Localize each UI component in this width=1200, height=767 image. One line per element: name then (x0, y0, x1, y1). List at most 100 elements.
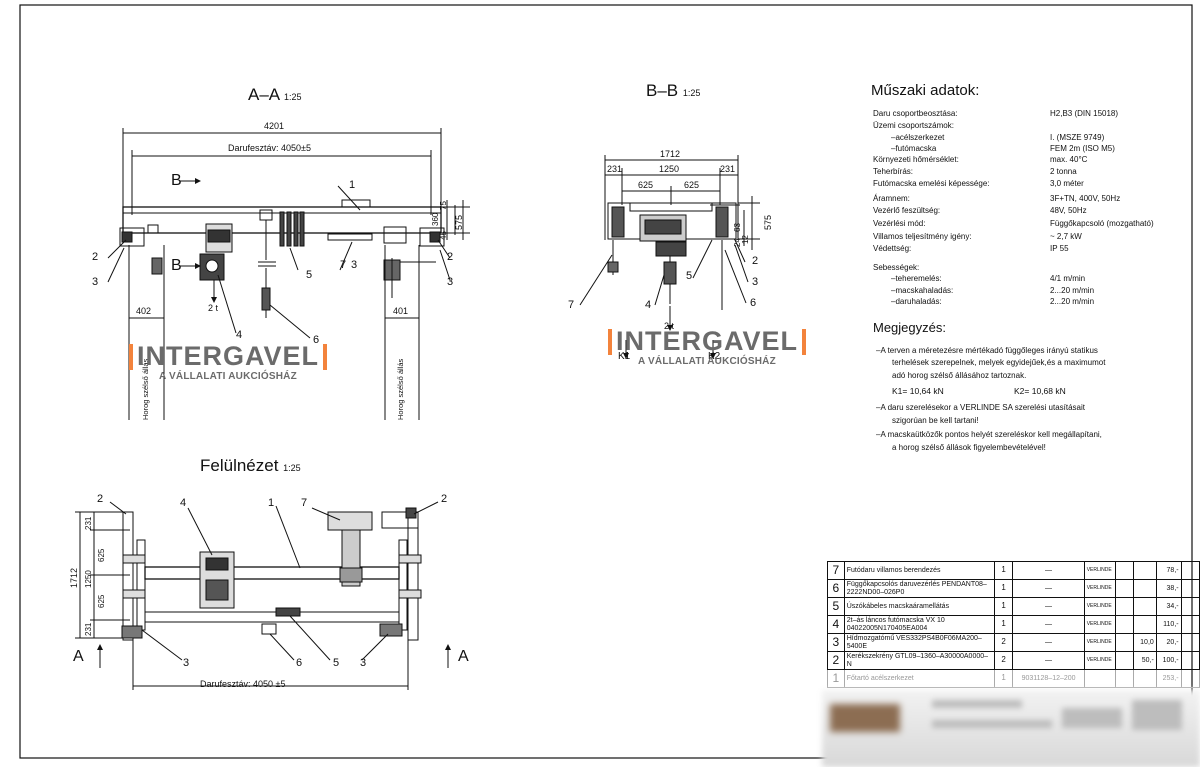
dim-plan-1250: 1250 (84, 570, 93, 588)
callout-bb-2: 2 (752, 255, 759, 267)
dim-aa-right: 401 (393, 306, 409, 316)
dim-aa-h3: 75 (439, 201, 448, 210)
dim-plan-231-top: 231 (84, 516, 93, 530)
callout-bb-7: 7 (568, 299, 575, 311)
spec-label: –daruhaladás: (891, 297, 942, 306)
bom-cell-b3: 20,- (1155, 633, 1182, 652)
watermark-left: INTERGAVEL A VÁLLALATI AUKCIÓSHÁZ (129, 341, 328, 382)
callout-bb-5: 5 (686, 270, 693, 282)
dim-bb-left: 231 (607, 164, 623, 174)
bom-cell-std: — (1012, 615, 1085, 634)
bom-cell-b1 (1114, 669, 1134, 688)
bom-cell-no: 3 (827, 633, 845, 652)
bom-cell-b3: 253,- (1155, 669, 1182, 688)
bom-cell-mfr: VERLINDE (1083, 597, 1116, 616)
bom-cell-b3: 34,- (1155, 597, 1182, 616)
bom-cell-empty (1180, 579, 1200, 598)
bom-cell-std: 9031128–12–200 (1012, 669, 1085, 688)
bom-cell-std: — (1012, 651, 1085, 670)
dim-aa-h2: 45 (439, 231, 448, 240)
bom-cell-empty (1180, 561, 1200, 580)
bom-cell-std: — (1012, 633, 1085, 652)
spec-label: Villamos teljesítmény igény: (873, 232, 972, 241)
callout-plan-2-left: 2 (97, 493, 104, 505)
bom-cell-b2 (1132, 597, 1157, 616)
spec-value: IP 55 (1050, 244, 1069, 253)
spec-value: 2 tonna (1050, 167, 1077, 176)
callout-plan-1: 1 (268, 497, 275, 509)
spec-label: Vezérlő feszültség: (873, 206, 941, 215)
bom-cell-b2 (1132, 579, 1157, 598)
bom-cell-mfr: VERLINDE (1083, 579, 1116, 598)
spec-label: Daru csoportbeosztása: (873, 109, 958, 118)
note-k1: K1= 10,64 kN (892, 386, 944, 396)
bom-cell-empty (1180, 633, 1200, 652)
bom-cell-b3: 110,- (1155, 615, 1182, 634)
bom-cell-qty: 1 (993, 615, 1014, 634)
spec-value: 3,0 méter (1050, 179, 1084, 188)
reaction-k2-label: K2 (708, 351, 721, 362)
bom-cell-b3: 78,- (1155, 561, 1182, 580)
dim-bb-height: 575 (763, 214, 773, 230)
bom-cell-qty: 2 (993, 651, 1014, 670)
bom-cell-b2 (1132, 561, 1157, 580)
spec-value: 48V, 50Hz (1050, 206, 1087, 215)
bom-cell-no: 7 (827, 561, 845, 580)
bom-cell-desc: Hídmozgatómű VES332PS4B0F06MA200–5400E (843, 633, 995, 652)
dim-aa-overall: 4201 (264, 121, 285, 131)
callout-aa-2-left: 2 (92, 251, 99, 263)
dim-aa-left: 402 (136, 306, 152, 316)
bom-cell-no: 5 (827, 597, 845, 616)
view-marker-b-upper: B (171, 172, 182, 189)
spec-value: 2...20 m/min (1050, 286, 1095, 295)
note-line: –A macskaütközők pontos helyét szerelésk… (876, 430, 1102, 439)
callout-aa-5: 5 (306, 269, 313, 281)
callout-plan-3-left: 3 (183, 657, 190, 669)
bom-cell-empty (1180, 615, 1200, 634)
spec-value: H2,B3 (DIN 15018) (1050, 109, 1119, 118)
spec-value: I. (MSZE 9749) (1050, 133, 1105, 142)
bom-cell-no: 2 (827, 651, 845, 670)
note-line: adó horog szélső állásához tartoznak. (892, 371, 1027, 380)
callout-aa-7: 7 (340, 259, 347, 271)
bom-cell-b2 (1132, 669, 1157, 688)
bom-cell-mfr: VERLINDE (1083, 561, 1116, 580)
bom-cell-mfr (1083, 669, 1116, 688)
dim-bb-d3: 12 (741, 235, 750, 244)
spec-value: max. 40°C (1050, 155, 1088, 164)
callout-plan-5: 5 (333, 657, 340, 669)
callout-aa-3-left: 3 (92, 276, 99, 288)
bom-cell-no: 1 (827, 669, 845, 688)
bom-cell-b1 (1114, 615, 1134, 634)
spec-label: Futómacska emelési képessége: (873, 179, 990, 188)
bom-cell-b1 (1114, 651, 1134, 670)
spec-value: FEM 2m (ISO M5) (1050, 144, 1115, 153)
callout-aa-1: 1 (349, 179, 356, 191)
spec-label: –acélszerkezet (891, 133, 945, 142)
reaction-k1-label: K1 (618, 351, 631, 362)
dim-bb-load: 2 t (664, 321, 675, 331)
callout-aa-6: 6 (313, 334, 320, 346)
callout-aa-4: 4 (236, 329, 243, 341)
bom-cell-b1 (1114, 597, 1134, 616)
spec-label: Teherbírás: (873, 167, 914, 176)
bom-cell-b3: 100,- (1155, 651, 1182, 670)
bom-cell-b1 (1114, 561, 1134, 580)
spec-label: –macskahaladás: (891, 286, 954, 295)
bom-cell-desc: Kerékszekrény GTL09–1360–A30000A0000–N (843, 651, 995, 670)
notes-title: Megjegyzés: (873, 320, 946, 335)
bom-cell-mfr: VERLINDE (1083, 633, 1116, 652)
bom-cell-desc: 2t–ás láncos futómacska VX 10 04022005N1… (843, 615, 995, 634)
spec-label: Üzemi csoportszámok: (873, 121, 954, 130)
dim-plan-625-top: 625 (97, 548, 106, 562)
bom-cell-qty: 2 (993, 633, 1014, 652)
spec-value: 4/1 m/min (1050, 274, 1086, 283)
bom-cell-empty (1180, 651, 1200, 670)
dim-bb-right: 231 (720, 164, 736, 174)
